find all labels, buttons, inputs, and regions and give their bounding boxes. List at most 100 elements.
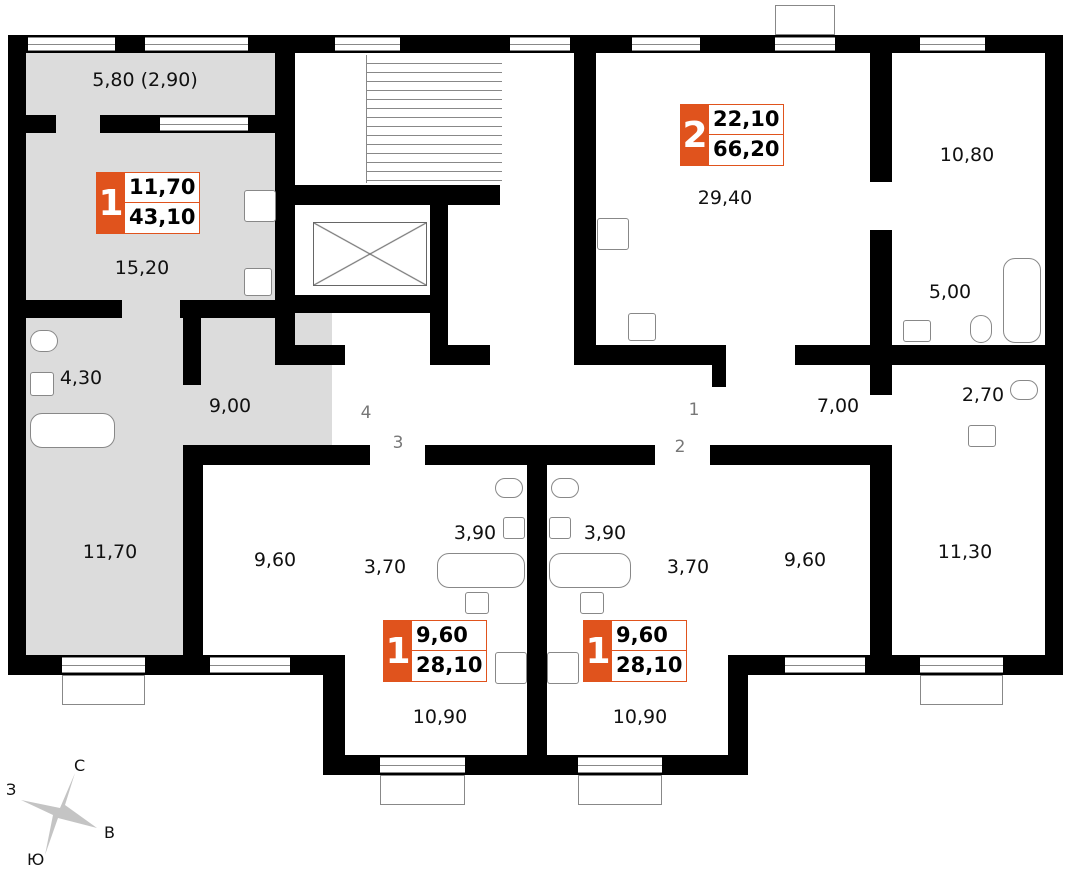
vent-outline bbox=[775, 5, 835, 35]
living-area: 22,10 bbox=[709, 105, 784, 135]
wall-center bbox=[527, 445, 547, 775]
window bbox=[578, 757, 662, 773]
wall-protrusion-left bbox=[323, 655, 345, 775]
room-area-label: 15,20 bbox=[114, 257, 170, 279]
wall bbox=[183, 445, 370, 465]
room-area-label: 4,30 bbox=[59, 367, 103, 389]
stove-icon bbox=[597, 218, 629, 250]
total-area: 66,20 bbox=[713, 137, 780, 161]
window bbox=[920, 37, 985, 51]
room-area-label: 29,40 bbox=[697, 187, 753, 209]
wall bbox=[183, 300, 201, 385]
room-area-label: 10,90 bbox=[412, 706, 468, 728]
wall bbox=[275, 35, 295, 365]
bathtub bbox=[30, 413, 115, 448]
window bbox=[210, 657, 290, 673]
wall bbox=[295, 185, 500, 205]
bathtub bbox=[1003, 258, 1041, 343]
room-area-label: 3,90 bbox=[453, 522, 497, 544]
sink-icon bbox=[628, 313, 656, 341]
room-count: 2 bbox=[681, 105, 709, 165]
wall bbox=[295, 295, 440, 313]
balcony-outline bbox=[62, 675, 145, 705]
sink-icon bbox=[549, 517, 571, 539]
window bbox=[785, 657, 865, 673]
window bbox=[380, 757, 465, 773]
room-area-label: 7,00 bbox=[816, 395, 860, 417]
wall-left bbox=[8, 35, 26, 675]
wall bbox=[26, 115, 56, 133]
window bbox=[510, 37, 570, 51]
wall bbox=[547, 445, 655, 465]
sink-icon bbox=[30, 372, 54, 396]
window bbox=[920, 657, 1003, 673]
total-area: 28,10 bbox=[416, 653, 483, 677]
wall bbox=[870, 230, 892, 395]
wall bbox=[430, 205, 448, 360]
room-area-label: 3,70 bbox=[363, 556, 407, 578]
wall bbox=[425, 445, 527, 465]
living-area: 9,60 bbox=[612, 621, 687, 651]
room-area-label: 9,60 bbox=[253, 549, 297, 571]
sink-icon bbox=[465, 592, 489, 614]
room-area-label: 10,90 bbox=[612, 706, 668, 728]
apartment-door-number: 2 bbox=[674, 437, 686, 457]
window bbox=[160, 117, 248, 131]
wall bbox=[180, 300, 275, 318]
toilet-icon bbox=[551, 478, 579, 498]
bathtub bbox=[549, 553, 631, 588]
room-count: 1 bbox=[97, 173, 125, 233]
wall-right bbox=[1045, 35, 1063, 675]
compass-icon bbox=[21, 773, 97, 855]
elevator-shaft bbox=[313, 222, 427, 286]
stove-icon bbox=[495, 652, 527, 684]
compass-south: Ю bbox=[27, 850, 45, 869]
sink-icon bbox=[580, 592, 604, 614]
wall bbox=[870, 445, 892, 657]
room-area-label: 3,70 bbox=[666, 556, 710, 578]
wall bbox=[26, 300, 122, 318]
window bbox=[335, 37, 400, 51]
bathtub bbox=[437, 553, 525, 588]
window bbox=[775, 37, 835, 51]
wall bbox=[430, 345, 490, 365]
toilet-icon bbox=[970, 315, 992, 343]
room-area-label: 5,00 bbox=[928, 281, 972, 303]
sink-icon bbox=[244, 268, 272, 296]
compass-west: З bbox=[6, 780, 17, 799]
sink-icon bbox=[903, 320, 931, 342]
living-area: 9,60 bbox=[412, 621, 487, 651]
living-area: 11,70 bbox=[125, 173, 200, 203]
wall-bottom-left bbox=[8, 655, 345, 675]
wall bbox=[712, 365, 726, 387]
wall-bottom-right bbox=[728, 655, 1062, 675]
room-area-label: 3,90 bbox=[583, 522, 627, 544]
toilet-icon bbox=[495, 478, 523, 498]
window bbox=[632, 37, 700, 51]
room-area-label: 9,00 bbox=[208, 395, 252, 417]
stove-icon bbox=[244, 190, 276, 222]
wall bbox=[295, 345, 345, 365]
room-count: 1 bbox=[584, 621, 612, 681]
compass-north: С bbox=[74, 756, 86, 775]
window bbox=[145, 37, 248, 51]
staircase bbox=[366, 55, 502, 183]
sink-icon bbox=[503, 517, 525, 539]
room-area-label: 9,60 bbox=[783, 549, 827, 571]
room-area-label: 5,80 (2,90) bbox=[92, 69, 198, 91]
wall bbox=[870, 52, 892, 182]
apartment-door-number: 1 bbox=[688, 400, 700, 420]
wall bbox=[795, 345, 1045, 365]
window bbox=[28, 37, 115, 51]
balcony-outline bbox=[380, 775, 465, 805]
total-area: 28,10 bbox=[616, 653, 683, 677]
toilet-icon bbox=[1010, 380, 1038, 400]
apartment-door-number: 3 bbox=[392, 433, 404, 453]
wall-protrusion-right bbox=[728, 655, 748, 775]
apartment-door-number: 4 bbox=[360, 403, 372, 423]
